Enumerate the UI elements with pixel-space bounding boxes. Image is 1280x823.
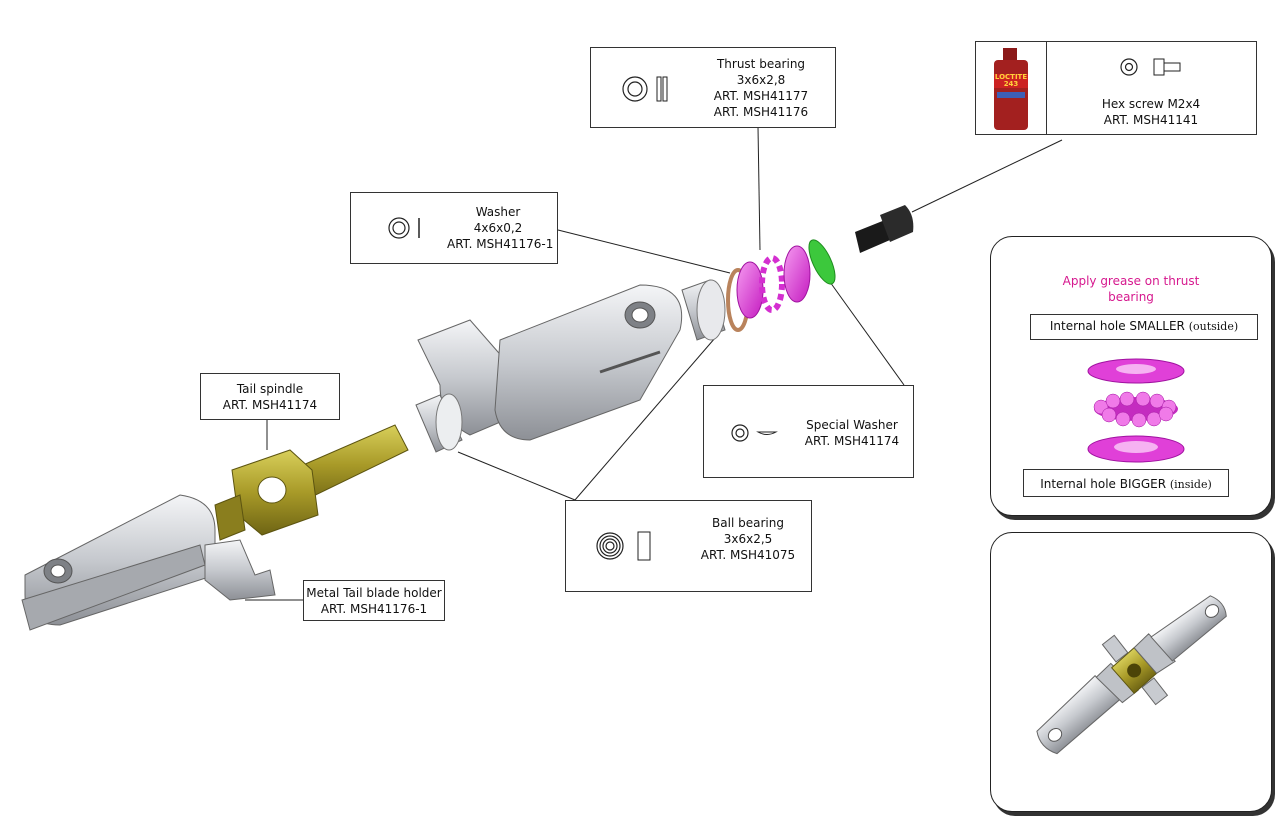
special-washer-callout: Special Washer ART. MSH41174 [703,385,914,478]
ball-bearing-callout: Ball bearing 3x6x2,5 ART. MSH41075 [565,500,812,592]
blade-holder-front [21,494,276,631]
label-smaller-text: Internal hole SMALLER [1049,319,1185,333]
blade-holder-callout: Metal Tail blade holder ART. MSH41176-1 [303,580,445,621]
label-internal-hole-smaller: Internal hole SMALLER (outside) [1030,314,1258,340]
hex-screw-icon [1120,58,1181,76]
hex-screw-title: Hex screw M2x4 [1101,97,1201,111]
ball-bearing-art: ART. MSH41075 [700,548,796,562]
ball-bearing-title: Ball bearing [712,516,784,530]
label-internal-hole-bigger: Internal hole BIGGER (inside) [1023,469,1229,497]
washer-title: Washer [475,205,521,219]
ball-bearing-icon [596,531,651,561]
loctite-bottle: LOCTITE 243 [976,42,1047,134]
thrust-bearing-parts [736,245,811,319]
tail-spindle-title: Tail spindle [236,382,304,396]
leader-lines [245,126,1063,601]
special-washer-art: ART. MSH41174 [804,434,900,448]
special-washer-part [808,239,836,285]
grease-note: Apply grease on thrust bearing [1062,274,1200,304]
assembled-view-panel [990,532,1272,812]
tail-spindle-part [214,424,409,541]
assembled-part-illustration [1036,595,1227,755]
blade-holder-art: ART. MSH41176-1 [320,602,428,616]
blade-holder-title: Metal Tail blade holder [306,586,442,600]
hex-screw-callout: LOCTITE 243 Hex screw M2x4 ART. MSH41141 [975,41,1257,135]
washer-size: 4x6x0,2 [473,221,523,235]
thrust-bearing-art-2: ART. MSH41176 [713,105,809,119]
label-smaller-hint: (outside) [1188,320,1239,333]
special-washer-title: Special Washer [806,418,898,432]
tail-spindle-callout: Tail spindle ART. MSH41174 [200,373,340,420]
washer-callout: Washer 4x6x0,2 ART. MSH41176-1 [350,192,558,264]
thrust-bearing-art-1: ART. MSH41177 [713,89,809,103]
ball-bearing-parts [415,279,726,453]
label-bigger-text: Internal hole BIGGER [1040,477,1167,491]
thrust-bearing-callout: Thrust bearing 3x6x2,8 ART. MSH41177 ART… [590,47,836,128]
thrust-bearing-size: 3x6x2,8 [736,73,786,87]
loctite-brand: LOCTITE [994,73,1028,81]
thrust-bearing-icon [622,76,668,102]
loctite-number: 243 [1003,80,1019,88]
ball-bearing-size: 3x6x2,5 [723,532,773,546]
thrust-bearing-exploded-icon [1087,358,1185,463]
washer-icon [388,217,420,239]
hex-screw-art: ART. MSH41141 [1103,113,1199,127]
hex-screw-part [855,205,914,253]
label-bigger-hint: (inside) [1169,478,1212,491]
tail-spindle-art: ART. MSH41174 [222,398,318,412]
washer-art: ART. MSH41176-1 [447,237,554,251]
grease-panel: Apply grease on thrust bearing Internal … [990,236,1272,516]
blade-holder-rear [417,284,683,441]
special-washer-icon [731,424,778,442]
thrust-bearing-title: Thrust bearing [716,57,806,71]
